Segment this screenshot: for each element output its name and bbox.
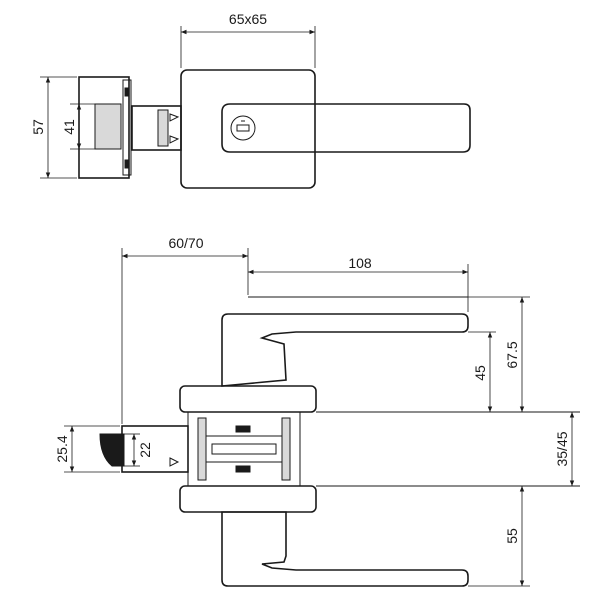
dim-lever-length: 108 <box>348 255 372 271</box>
top-latch-bolt <box>94 103 122 150</box>
lower-rose <box>179 485 317 513</box>
dim-backset: 60/70 <box>168 235 203 251</box>
upper-lever <box>221 313 469 387</box>
dim-latch-inner: 22 <box>137 442 153 458</box>
dim-latch-face-outer: 57 <box>30 119 46 135</box>
top-view: 65x65 57 41 <box>30 11 471 189</box>
dim-lower-lever-height: 55 <box>504 528 520 544</box>
dim-rose-to-lever: 45 <box>472 365 488 381</box>
dim-latch-outer: 25.4 <box>54 435 70 462</box>
top-spindle-inner <box>157 109 169 147</box>
key-slot-icon <box>236 120 250 132</box>
dim-lever-height: 67.5 <box>504 341 520 368</box>
dim-door-thickness: 35/45 <box>554 431 570 466</box>
lower-lever <box>221 511 469 587</box>
latch-bolt <box>99 433 125 467</box>
upper-rose <box>179 385 317 413</box>
top-lever-handle <box>221 103 471 153</box>
dim-rose-size: 65x65 <box>229 11 267 27</box>
dim-latch-face-inner: 41 <box>61 119 77 135</box>
latch-faceplate <box>121 425 189 473</box>
key-cylinder-icon <box>230 115 256 141</box>
side-view: 60/70 108 67.5 45 35/45 55 25.4 22 <box>54 235 580 587</box>
top-spindle <box>131 105 182 151</box>
top-rose-square <box>180 69 316 189</box>
